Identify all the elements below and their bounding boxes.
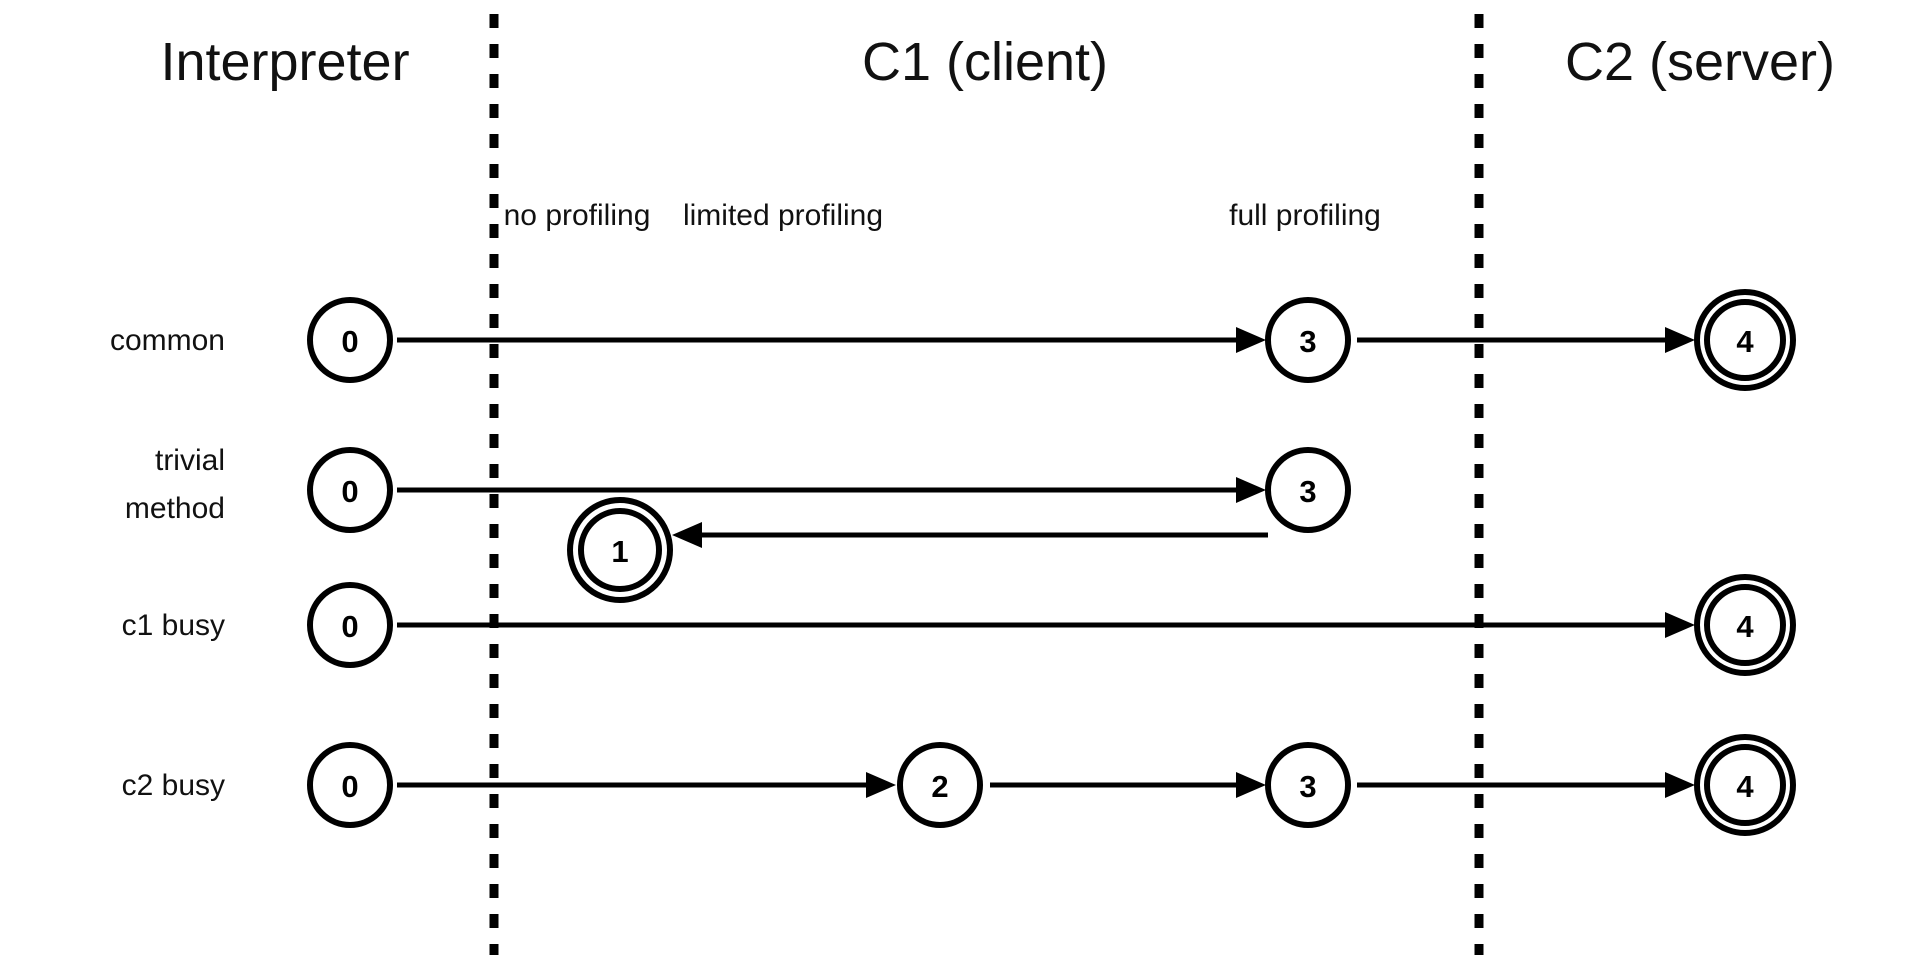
node-circle bbox=[307, 742, 393, 828]
edge-trivial-3-to-1 bbox=[672, 522, 1268, 548]
phase-label-full-profiling: full profiling bbox=[1229, 199, 1381, 232]
edge-c2busy-3-to-4 bbox=[1357, 772, 1695, 798]
node-circle bbox=[307, 447, 393, 533]
row-label-trivial-method-line2: method bbox=[125, 492, 225, 525]
state-node-3[interactable]: 3 bbox=[1265, 742, 1351, 828]
state-node-2[interactable]: 2 bbox=[897, 742, 983, 828]
node-label: 2 bbox=[931, 769, 948, 804]
node-label: 4 bbox=[1736, 609, 1754, 644]
node-circle bbox=[1265, 742, 1351, 828]
column-title-interpreter: Interpreter bbox=[160, 32, 409, 92]
column-titles: Interpreter C1 (client) C2 (server) bbox=[160, 32, 1835, 92]
state-node-1-accepting[interactable]: 1 bbox=[567, 497, 673, 603]
phase-label-no-profiling: no profiling bbox=[504, 199, 651, 232]
state-node-3[interactable]: 3 bbox=[1265, 447, 1351, 533]
row-label-c2-busy: c2 busy bbox=[122, 769, 225, 802]
node-circle bbox=[307, 297, 393, 383]
edge-trivial-0-to-3 bbox=[397, 477, 1266, 503]
node-label: 3 bbox=[1299, 474, 1316, 509]
arrow-head-right bbox=[1665, 327, 1695, 353]
arrow-head-left bbox=[672, 522, 702, 548]
column-title-c2-server: C2 (server) bbox=[1565, 32, 1835, 92]
node-circle-outer-ring bbox=[1694, 289, 1796, 391]
node-label: 1 bbox=[611, 534, 628, 569]
node-circle bbox=[1704, 299, 1786, 381]
lane-dividers bbox=[489, 14, 1484, 955]
state-node-0[interactable]: 0 bbox=[307, 742, 393, 828]
arrow-head-right bbox=[1236, 477, 1266, 503]
node-circle bbox=[578, 508, 662, 592]
node-label: 0 bbox=[341, 769, 358, 804]
state-node-0[interactable]: 0 bbox=[307, 582, 393, 668]
node-circle-outer-ring bbox=[1694, 734, 1796, 836]
edge-common-3-to-4 bbox=[1357, 327, 1695, 353]
node-circle bbox=[1704, 584, 1786, 666]
row-label-common: common bbox=[110, 324, 225, 357]
node-circle-outer-ring bbox=[1694, 574, 1796, 676]
edge-c2busy-0-to-2 bbox=[397, 772, 896, 798]
arrow-head-right bbox=[1236, 772, 1266, 798]
edge-c1busy-0-to-4 bbox=[397, 612, 1695, 638]
node-label: 3 bbox=[1299, 769, 1316, 804]
node-label: 0 bbox=[341, 474, 358, 509]
row-labels: common trivial method c1 busy c2 busy bbox=[110, 324, 225, 802]
state-node-0[interactable]: 0 bbox=[307, 297, 393, 383]
state-node-4-accepting[interactable]: 4 bbox=[1694, 574, 1796, 676]
node-label: 3 bbox=[1299, 324, 1316, 359]
row-label-trivial-method-line1: trivial bbox=[155, 444, 225, 477]
node-label: 4 bbox=[1736, 324, 1754, 359]
edge-c2busy-2-to-3 bbox=[990, 772, 1266, 798]
state-node-3[interactable]: 3 bbox=[1265, 297, 1351, 383]
edge-common-0-to-3 bbox=[397, 327, 1266, 353]
row-label-c1-busy: c1 busy bbox=[122, 609, 225, 642]
node-circle bbox=[1265, 447, 1351, 533]
arrow-head-right bbox=[1665, 612, 1695, 638]
node-circle bbox=[1704, 744, 1786, 826]
node-circle bbox=[307, 582, 393, 668]
state-node-4-accepting[interactable]: 4 bbox=[1694, 289, 1796, 391]
node-circle bbox=[1265, 297, 1351, 383]
node-label: 0 bbox=[341, 609, 358, 644]
node-circle-outer-ring bbox=[567, 497, 673, 603]
arrow-head-right bbox=[1665, 772, 1695, 798]
phase-label-limited-profiling: limited profiling bbox=[683, 199, 883, 232]
row-trivial-method: 0 3 1 bbox=[307, 447, 1351, 603]
column-title-c1-client: C1 (client) bbox=[862, 32, 1108, 92]
row-common: 0 3 4 bbox=[307, 289, 1796, 391]
phase-labels: no profiling limited profiling full prof… bbox=[504, 199, 1381, 232]
arrow-head-right bbox=[1236, 327, 1266, 353]
node-label: 4 bbox=[1736, 769, 1754, 804]
row-c1-busy: 0 4 bbox=[307, 574, 1796, 676]
arrow-head-right bbox=[866, 772, 896, 798]
state-node-0[interactable]: 0 bbox=[307, 447, 393, 533]
node-circle bbox=[897, 742, 983, 828]
state-node-4-accepting[interactable]: 4 bbox=[1694, 734, 1796, 836]
row-c2-busy: 0 2 3 4 bbox=[307, 734, 1796, 836]
node-label: 0 bbox=[341, 324, 358, 359]
